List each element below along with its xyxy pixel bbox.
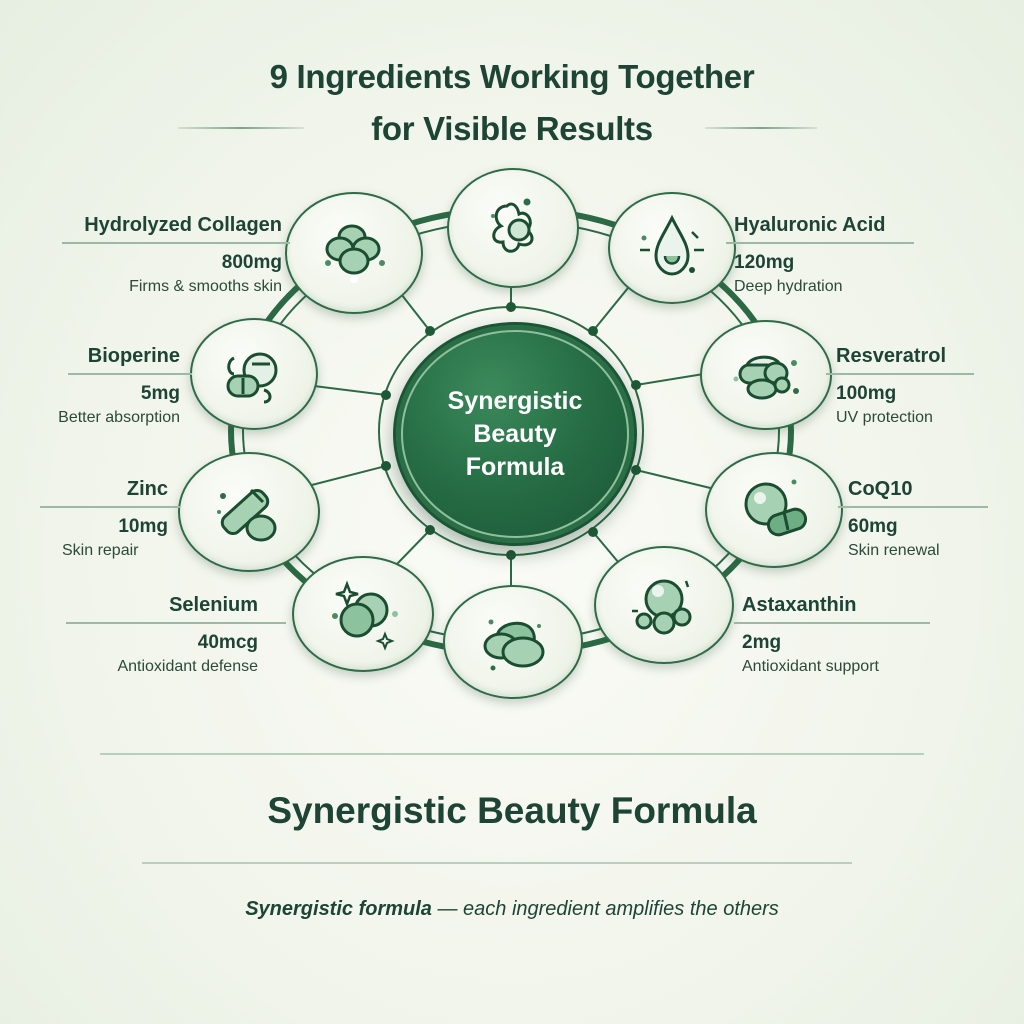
sparkle-spheres-icon [332,580,398,651]
label-rule [726,242,914,244]
ingredient-name: Resveratrol [836,345,947,367]
bubble-cluster-icon [632,579,692,635]
ingredient-dose: 800mg [221,251,282,273]
footer-divider-top [100,753,924,755]
ingredient-name: Hydrolyzed Collagen [84,214,282,236]
ingredient-benefit: Better absorption [58,408,180,426]
label-hyaluronic-acid: Hyaluronic Acid 120mg Deep hydration [726,214,914,296]
tagline-emphasis: Synergistic formula [245,898,432,920]
ingredient-name: Zinc [126,478,168,500]
label-astaxanthin: Astaxanthin 2mg Antioxidant support [734,594,930,676]
ingredient-dose: 5mg [140,382,180,404]
label-selenium: Selenium 40mcg Antioxidant defense [66,594,286,676]
ingredient-benefit: UV protection [836,408,933,426]
central-hub: Synergistic Beauty Formula [393,322,637,546]
ingredient-dose: 60mg [848,515,898,537]
softgel-cluster-icon [483,619,545,671]
node-bottom-softgels[interactable] [443,585,583,699]
softgel-capsule-icon [744,479,808,537]
headline-rule-left [178,127,304,129]
tagline: Synergistic formula — each ingredient am… [0,898,1024,921]
tagline-rest: — each ingredient amplifies the others [431,898,779,920]
ingredient-benefit: Deep hydration [734,277,843,295]
node-bioperine[interactable] [190,318,318,430]
molecule-orbit-icon [491,198,534,253]
hub-text-line-3: Formula [465,452,565,481]
node-selenium[interactable] [292,556,434,672]
headline-line-1: 9 Ingredients Working Together [269,58,755,95]
ingredient-name: Astaxanthin [742,594,857,616]
ingredient-name: Bioperine [87,345,180,367]
ingredient-benefit: Skin renewal [848,541,940,559]
ingredient-dose: 10mg [118,515,168,537]
node-resveratrol[interactable] [700,320,832,430]
label-zinc: Zinc 10mg Skin repair [40,478,180,560]
ingredient-name: Hyaluronic Acid [734,214,886,236]
label-coq10: CoQ10 60mg Skin renewal [838,478,988,560]
ingredient-name: Selenium [169,594,258,616]
node-zinc[interactable] [178,452,320,572]
hub-text-line-1: Synergistic [447,386,583,415]
ingredient-name: CoQ10 [848,478,913,500]
footer-title: Synergistic Beauty Formula [267,790,757,831]
headline-line-2: for Visible Results [371,110,653,147]
collagen-spheres-icon [325,224,385,283]
label-rule [838,506,988,508]
water-drop-icon [640,214,704,276]
label-rule [826,373,974,375]
ingredient-benefit: Antioxidant defense [117,657,258,675]
label-hydrolyzed-collagen: Hydrolyzed Collagen 800mg Firms & smooth… [60,214,290,296]
node-top-molecule[interactable] [447,168,579,288]
label-rule [62,242,290,244]
label-rule [66,622,286,624]
footer-divider-bottom [142,862,852,864]
label-rule [40,506,180,508]
node-coq10[interactable] [705,452,843,568]
ingredient-dose: 2mg [742,631,782,653]
label-rule [68,373,192,375]
ingredient-dose: 120mg [734,251,795,273]
capsule-pill-icon [226,352,278,404]
capsule-tablet-icon [217,488,277,542]
label-resveratrol: Resveratrol 100mg UV protection [826,345,974,427]
ingredient-dose: 100mg [836,382,897,404]
hub-text-line-2: Beauty [473,419,557,448]
ingredient-benefit: Skin repair [62,541,139,559]
grape-capsules-icon [733,355,799,400]
label-rule [734,622,930,624]
headline-rule-right [705,127,817,129]
ingredient-dose: 40mcg [197,631,258,653]
node-hydrolyzed-collagen[interactable] [285,192,423,314]
node-astaxanthin[interactable] [594,546,734,664]
label-bioperine: Bioperine 5mg Better absorption [40,345,192,427]
ingredient-benefit: Firms & smooths skin [129,277,282,295]
node-hyaluronic-acid[interactable] [608,192,736,304]
ingredient-benefit: Antioxidant support [742,657,879,675]
